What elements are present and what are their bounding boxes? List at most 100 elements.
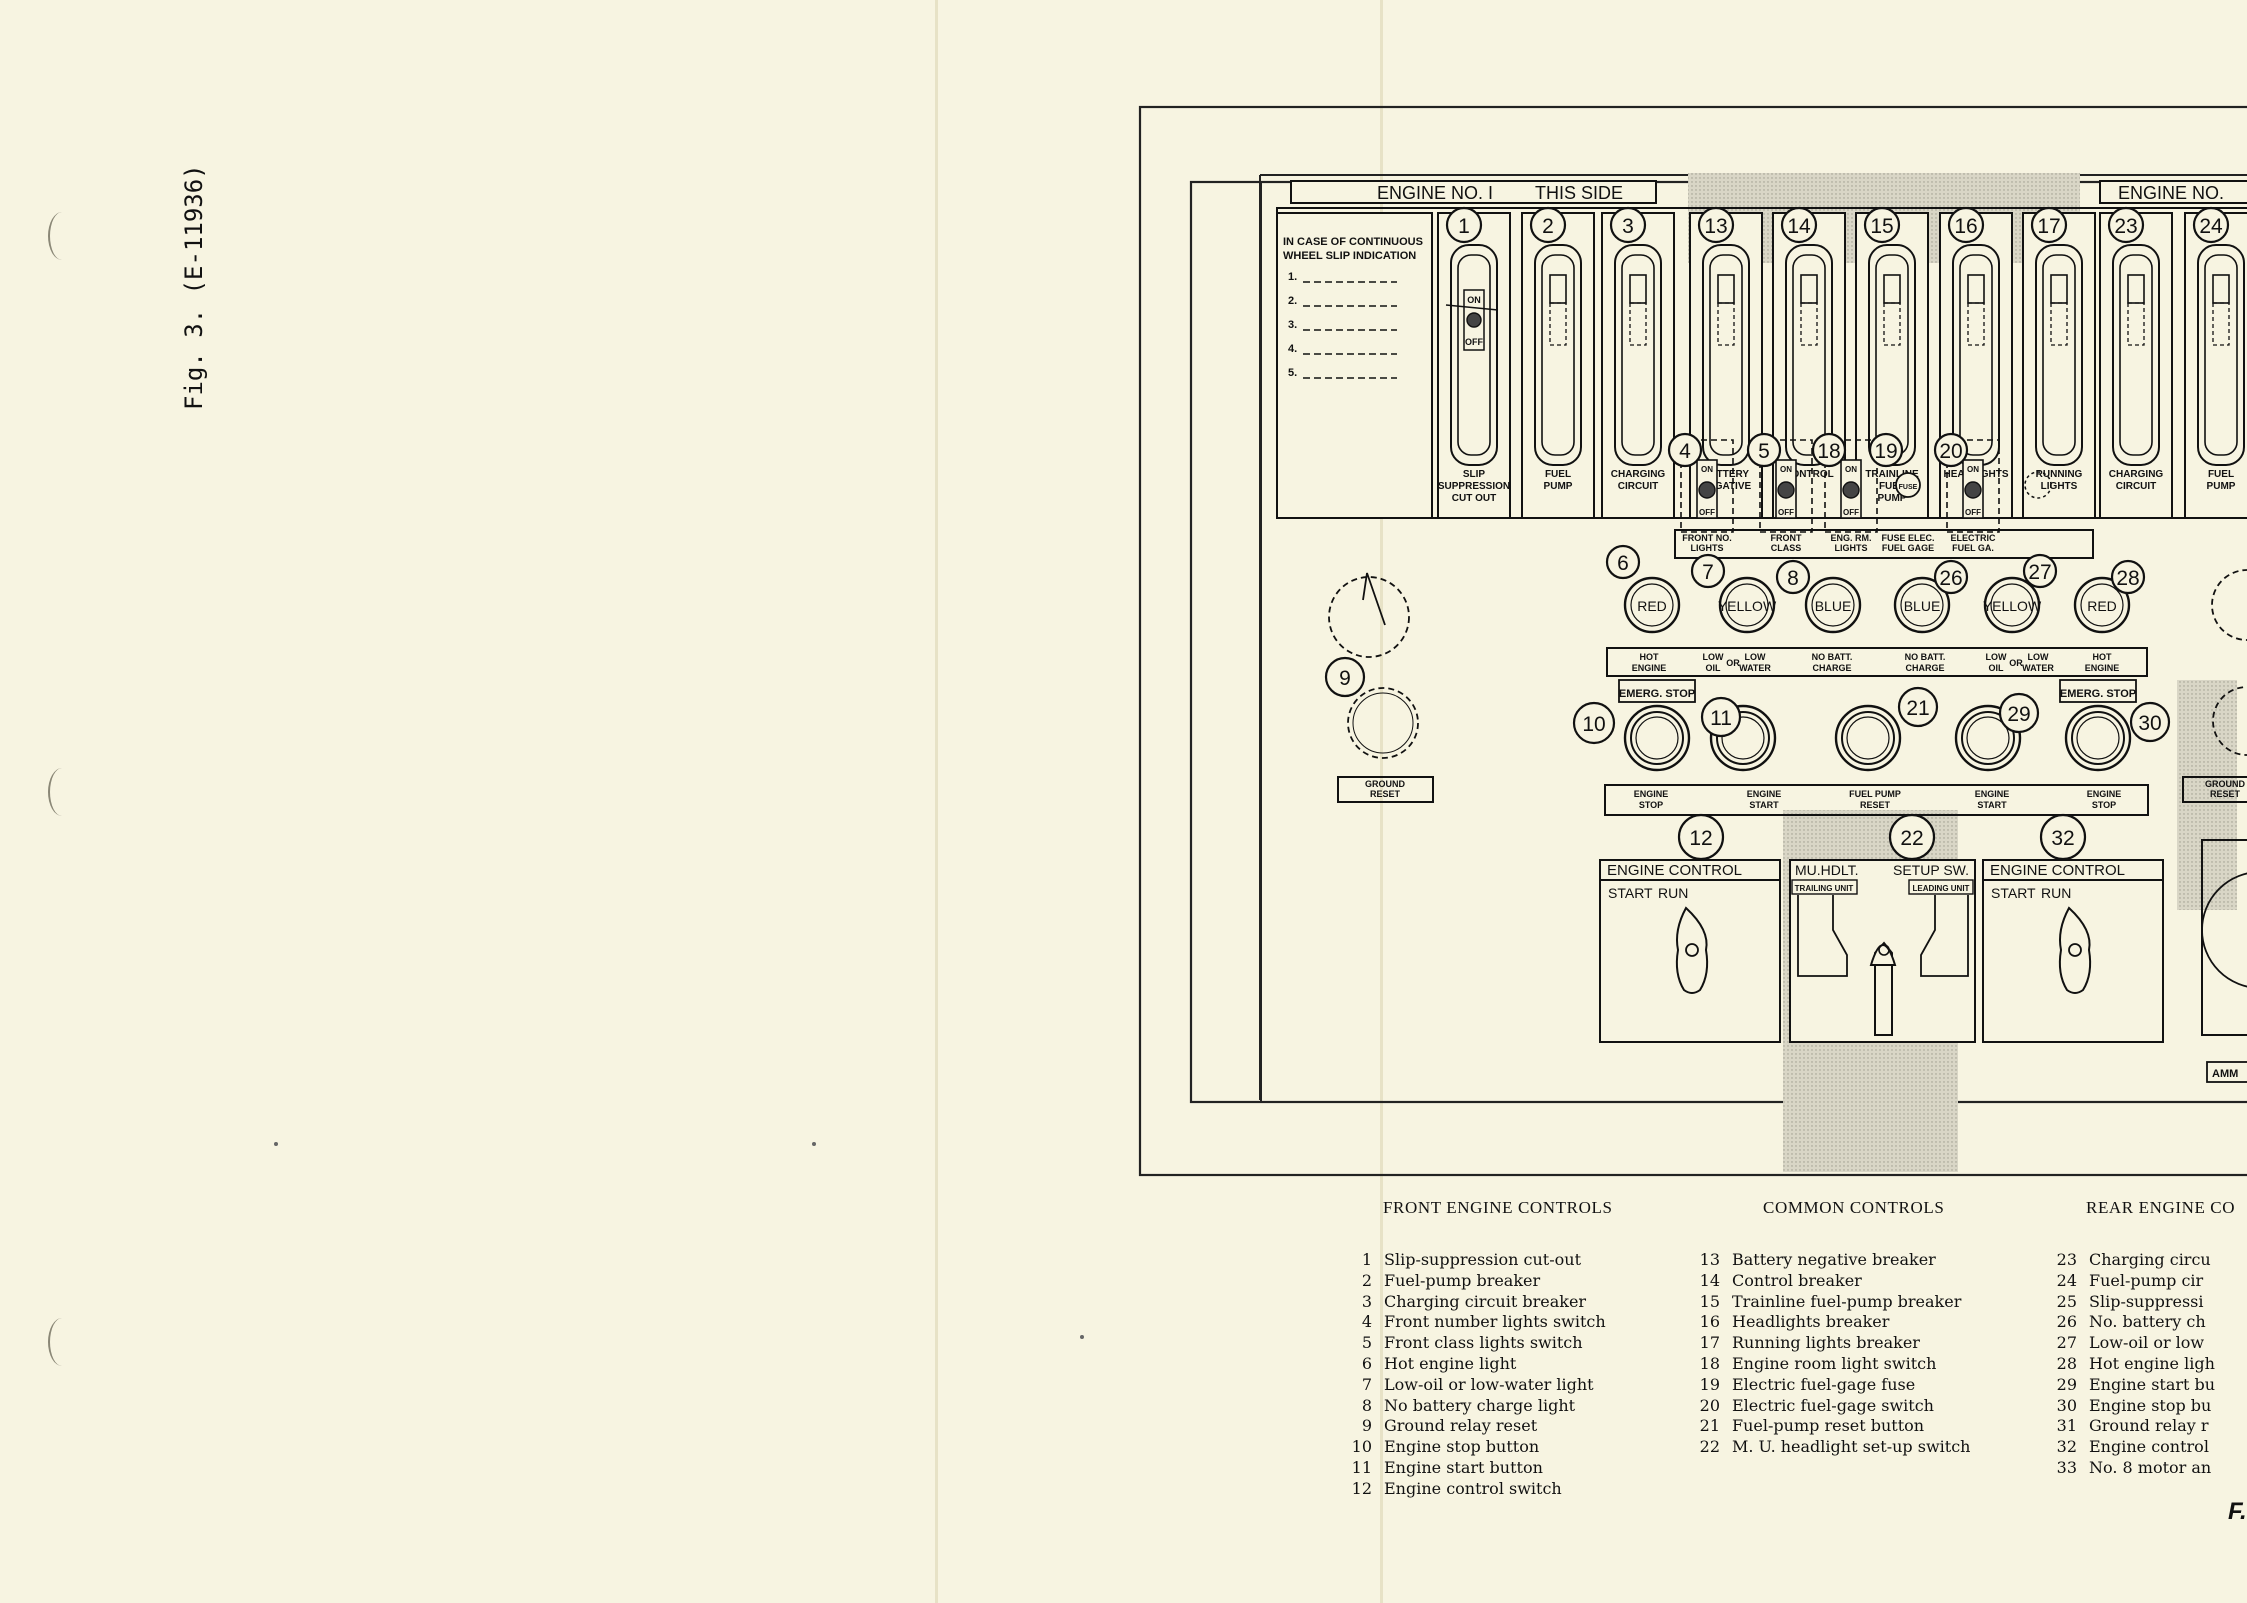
legend-item-text: Fuel-pump reset button (1732, 1416, 1925, 1436)
legend-item-text: Fuel-pump breaker (1384, 1270, 1541, 1290)
breaker-label: CUT OUT (1452, 493, 1496, 504)
callout-number: 14 (1787, 215, 1811, 238)
legend-item-text: Engine room light switch (1732, 1353, 1937, 1373)
indicator-lamp-color: BLUE (1815, 598, 1852, 614)
lamp-label: ENGINE (1632, 663, 1667, 673)
ground-reset-label: GROUND (1365, 779, 1405, 789)
lamp-label: CHARGE (1812, 663, 1851, 673)
push-button-bezel (1834, 704, 1902, 772)
breaker-handle (1967, 274, 1985, 304)
lamp-label: LOW (1986, 652, 2007, 662)
callout-number: 8 (1787, 567, 1799, 590)
callout-circle (1700, 696, 1742, 738)
switch-off-text: OFF (1699, 508, 1715, 517)
legend-item-text: Battery negative breaker (1732, 1250, 1936, 1269)
legend-item: 18 Engine room light switch (1690, 1354, 1970, 1375)
breaker-label: CHARGING (2109, 469, 2164, 480)
mu-title-right: SETUP SW. (1893, 862, 1969, 878)
breaker-pill-inner (2119, 254, 2153, 456)
switch-label: FRONT (1771, 533, 1802, 543)
legend-item-text: Engine control (2089, 1437, 2209, 1457)
callout-number: 5 (1758, 440, 1770, 463)
legend-item-text: Fuel-pump cir (2089, 1270, 2204, 1290)
legend-item-number: 5 (1361, 1333, 1372, 1353)
switch-label: FUSE ELEC. (1881, 533, 1934, 543)
button-label: STOP (2092, 800, 2116, 810)
page-fold-left (935, 0, 938, 1603)
legend-item-number: 9 (1361, 1416, 1372, 1436)
callout-circle (1572, 701, 1616, 745)
breaker-label: CONTROL (1784, 469, 1833, 480)
engine-control-handle (1675, 906, 1709, 994)
push-button-rim (1630, 711, 1684, 765)
switch-on-text: ON (1701, 465, 1713, 474)
legend-item-text: Electric fuel-gage switch (1732, 1395, 1934, 1415)
lamp-label: NO BATT. (1905, 652, 1946, 662)
switch-label: ELECTRIC (1951, 533, 1997, 543)
callout-circle (1667, 432, 1703, 468)
callout-number: 11 (1710, 707, 1732, 730)
breaker-pill-inner (1457, 254, 1491, 456)
legend-item-number: 33 (2056, 1457, 2077, 1477)
fuse-holder (1895, 472, 1921, 498)
switch-label: FUEL GA. (1952, 543, 1994, 553)
legend-item-number: 18 (1699, 1353, 1720, 1373)
legend-item-number: 3 (1361, 1291, 1372, 1311)
legend-item-text: M. U. headlight set-up switch (1732, 1437, 1971, 1457)
legend-item-number: 7 (1361, 1374, 1372, 1394)
callout-circle (1947, 206, 1985, 244)
indicator-lamp-lens (1811, 583, 1855, 627)
callout-circle (2110, 559, 2146, 595)
mu-leading-text: LEADING UNIT (1913, 884, 1970, 893)
callout-circle (1811, 432, 1847, 468)
lamp-label: OR (2009, 658, 2023, 668)
push-button-bezel (2064, 704, 2132, 772)
callout-number: 18 (1817, 440, 1840, 463)
breaker-label: BATTERY (1703, 469, 1749, 480)
ground-reset-label-box (1337, 776, 1434, 803)
callout-circle (1868, 432, 1904, 468)
legend-item-number: 31 (2056, 1416, 2077, 1436)
breaker-pill-inner (2204, 254, 2238, 456)
cabinet-side (1190, 181, 1262, 1103)
engine-control-handle (2058, 906, 2092, 994)
breaker-pill-inner (2042, 254, 2076, 456)
callout-number: 27 (2028, 561, 2051, 584)
mu-pivot (1878, 944, 1890, 956)
legend-item-number: 16 (1699, 1312, 1720, 1332)
switch-on-text: ON (1967, 465, 1979, 474)
switch-label: LIGHTS (1835, 543, 1868, 553)
indicator-lamp-lens (1630, 583, 1674, 627)
callout-number: 3 (1622, 215, 1634, 238)
breaker-label: LIGHTS (2041, 481, 2078, 492)
legend-item-number: 25 (2056, 1291, 2077, 1311)
breaker-handle-travel (2212, 302, 2230, 346)
legend-item-number: 11 (1351, 1457, 1372, 1477)
button-label-strip (1604, 784, 2149, 816)
indicator-lamp-color: RED (2087, 598, 2117, 614)
ground-reset-button (1352, 692, 1414, 754)
outer-frame (1138, 105, 2247, 1177)
ground-relay-gauge (1328, 576, 1410, 658)
engine-control-run: RUN (1658, 885, 1688, 901)
callout-circle (1605, 544, 1641, 580)
slip-card (1276, 212, 1433, 519)
callout-circle (1933, 432, 1969, 468)
callout-number: 17 (2037, 215, 2060, 238)
callout-number: 29 (2007, 703, 2030, 726)
engine-control-pivot (2068, 943, 2082, 957)
switch-on-text: ON (1780, 465, 1792, 474)
breaker-label: FUEL (1879, 481, 1905, 492)
